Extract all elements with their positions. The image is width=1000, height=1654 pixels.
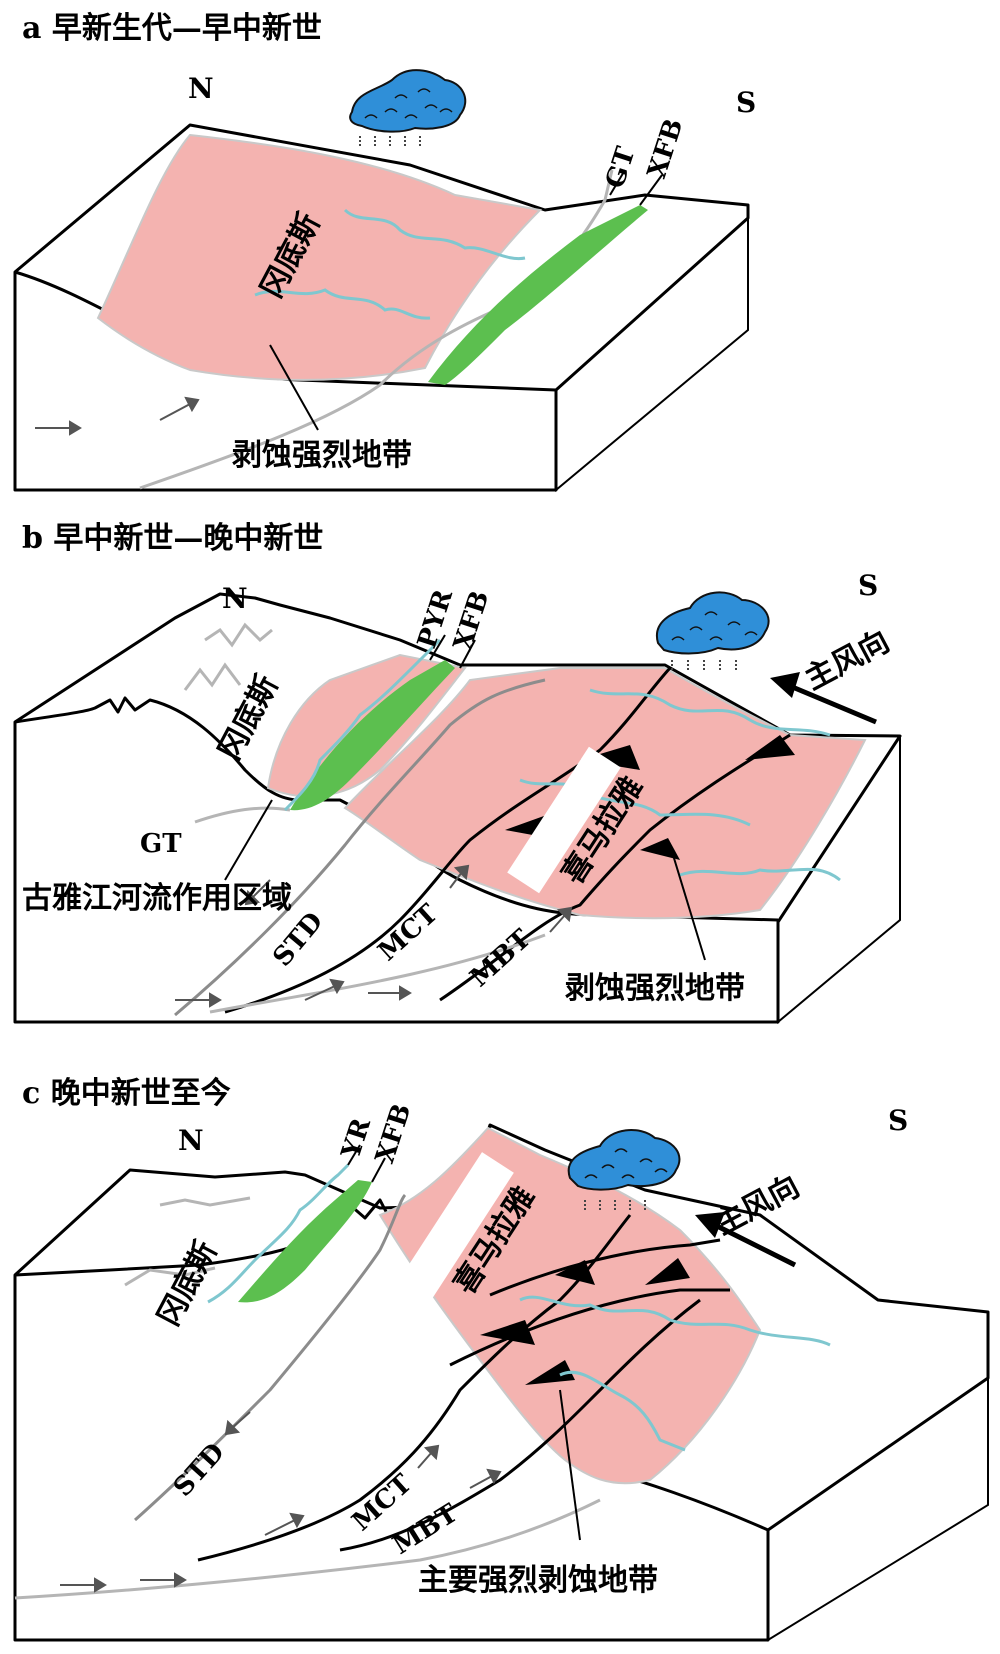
panel-b-south-label: S <box>858 569 878 602</box>
panel-b-erosion-label: 剥蚀强烈地带 <box>565 971 745 1006</box>
panel-a-gt-label: GT <box>600 143 642 192</box>
panel-a-rain-icon <box>359 136 421 146</box>
panel-b-gt-label: GT <box>140 829 182 859</box>
panel-a-xfb-leader <box>639 174 663 206</box>
panel-c-cross-fault-2 <box>489 1238 721 1297</box>
panel-c-wind-arrow-icon <box>695 1212 797 1268</box>
panel-a-motion-arrows <box>35 396 200 436</box>
panel-b-mct-fault <box>224 666 672 1014</box>
panel-c-river-2 <box>559 1370 686 1452</box>
panel-b-motion-arrows <box>175 864 573 1008</box>
panel-c-cross-fault-1 <box>449 1288 730 1367</box>
panel-c-xfb-belt <box>238 1180 372 1303</box>
panel-c-std-fault <box>134 1193 407 1522</box>
panel-c-cloud-texture <box>584 1148 668 1179</box>
panel-b-gangdese-label: 冈底斯 <box>212 670 285 766</box>
panel-b-gt-fault <box>194 806 291 824</box>
panel-c-erosion-leader <box>559 1389 581 1541</box>
panel-b-river-1 <box>589 688 831 737</box>
panel-a-block-outline <box>13 123 750 492</box>
panel-b-thrust-marker-1 <box>580 745 640 770</box>
panel-b-wind-label: 主风向 <box>799 624 895 697</box>
panel-b-paleo-river-label: 古雅江河流作用区域 <box>22 881 292 916</box>
panel-a-rain-cloud-icon <box>349 69 467 133</box>
panel-a-cloud-texture <box>364 88 453 119</box>
panel-b-side-edge <box>777 736 901 1025</box>
panel-c-yr-river <box>207 1163 350 1304</box>
panel-c-std-label: STD <box>168 1438 231 1503</box>
panel-b-rain-cloud-icon <box>655 591 770 655</box>
panel-c: c 晚中新世至今 <box>13 1076 990 1642</box>
panel-c-mct-fault <box>197 1214 632 1562</box>
panel-c-thrust-marker-3 <box>645 1258 690 1285</box>
panel-a-river-1 <box>254 288 431 320</box>
panel-b-wind-arrow-icon <box>770 672 877 725</box>
panel-b-mbt-gray <box>209 933 546 1014</box>
panel-b-std-fault <box>174 678 546 1017</box>
panel-b-front-edge <box>14 696 779 922</box>
panel-b-pyr-leader <box>429 634 446 661</box>
panel-a: a 早新生代—早中新世 N S <box>13 11 756 493</box>
panel-c-mountain-ridges <box>124 1196 251 1287</box>
panel-b-title: b 早中新世—晚中新世 <box>22 521 323 556</box>
panel-b-river-3 <box>679 867 841 882</box>
panel-b-thrust-marker-4 <box>640 838 680 860</box>
panel-c-rain-icon <box>584 1200 646 1210</box>
panel-b-north-label: N <box>222 582 248 615</box>
panel-c-motion-arrows <box>60 1411 502 1593</box>
panel-b-mct-label: MCT <box>373 898 445 967</box>
panel-b-erosion-zone <box>343 667 867 920</box>
panel-b-thrust-marker-3 <box>745 735 795 760</box>
panel-b-std-label: STD <box>267 907 329 973</box>
panel-a-north-label: N <box>188 72 214 105</box>
panel-a-side-edge <box>555 218 749 493</box>
panel-b-erosion-leader <box>669 844 706 961</box>
panel-c-mbt-gray <box>14 1498 601 1600</box>
panel-c-title: c 晚中新世至今 <box>22 1076 231 1111</box>
panel-a-xfb-label: XFB <box>642 115 689 182</box>
panel-c-river-1 <box>519 1295 831 1347</box>
panel-c-mbt-fault <box>339 1298 701 1552</box>
panel-a-river-2 <box>343 208 526 261</box>
panel-b-paleo-river <box>283 638 442 812</box>
panel-c-xfb-leader <box>371 1157 386 1183</box>
panel-c-gangdese-label: 冈底斯 <box>151 1236 224 1332</box>
panel-c-xfb-label: XFB <box>370 1100 417 1167</box>
panel-c-wind-label: 主风向 <box>709 1169 805 1242</box>
panel-c-thrust-marker-1 <box>555 1260 595 1285</box>
panel-c-yr-leader <box>347 1144 361 1166</box>
panel-b-xfb-leader <box>459 639 476 669</box>
panel-b-cloud-texture <box>671 611 758 641</box>
panel-b-mountain-ridges <box>183 622 273 691</box>
panel-a-title: a 早新生代—早中新世 <box>22 11 322 46</box>
panel-a-gt-leader <box>609 169 626 196</box>
panel-c-himalaya-label-bg <box>397 1152 514 1303</box>
panel-c-south-label: S <box>888 1104 908 1137</box>
panel-c-block-outline <box>13 1123 990 1642</box>
panel-b-xfb-belt <box>290 660 455 811</box>
panel-c-erosion-label: 主要强烈剥蚀地带 <box>418 1563 658 1598</box>
panel-a-erosion-label: 剥蚀强烈地带 <box>232 438 412 473</box>
panel-c-thrust-marker-2 <box>480 1320 535 1345</box>
panel-c-north-label: N <box>178 1124 204 1157</box>
panel-b-himalaya-label-bg <box>507 746 621 894</box>
panel-b-river-2 <box>519 778 751 827</box>
panel-a-erosion-leader <box>269 344 319 431</box>
panel-b-rain-icon <box>671 660 737 670</box>
panel-c-thrust-marker-4 <box>525 1360 575 1385</box>
panel-c-side-edge <box>767 1378 989 1642</box>
panel-a-south-label: S <box>736 86 756 119</box>
panel-b-paleo-river-leader <box>224 799 273 881</box>
panel-c-rain-cloud-icon <box>567 1129 681 1191</box>
panel-b: b 早中新世—晚中新世 <box>13 521 902 1025</box>
panel-a-xfb-belt <box>428 205 648 385</box>
